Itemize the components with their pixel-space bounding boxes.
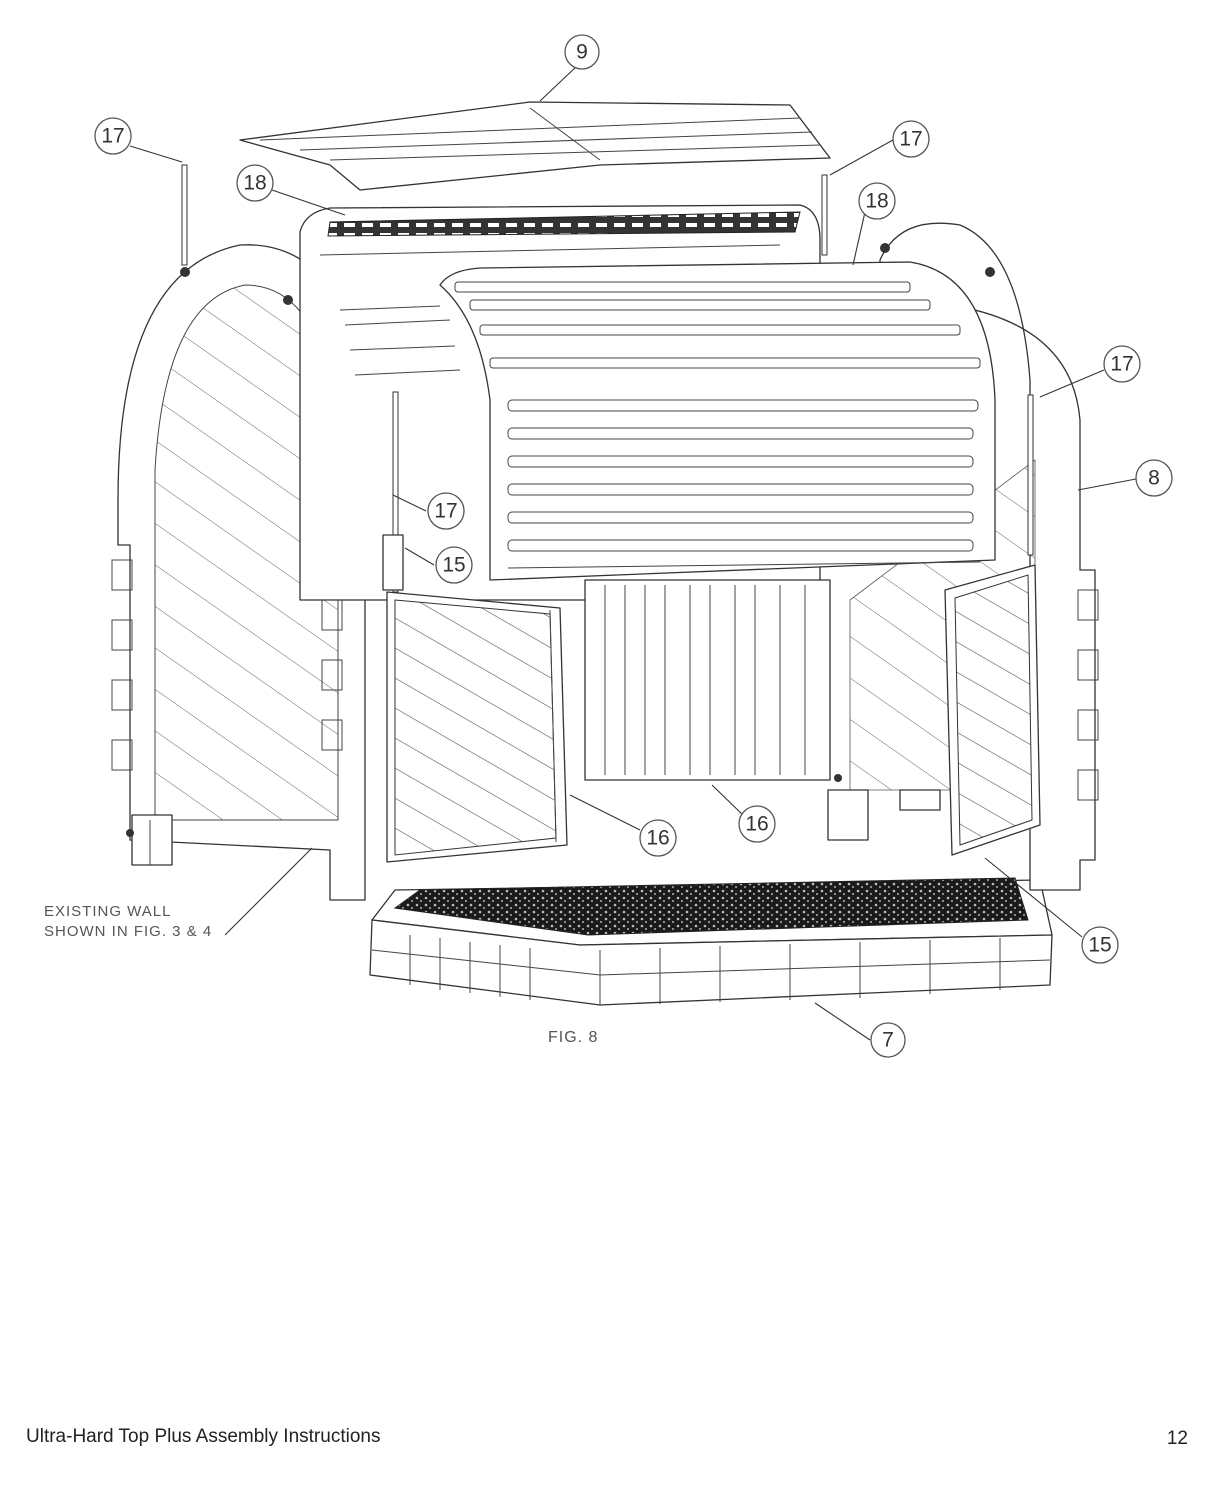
callout-8: 8: [1135, 459, 1173, 497]
callout-label: 15: [1088, 934, 1111, 957]
callout-15-right: 15: [1081, 926, 1119, 964]
callout-label: 18: [865, 190, 888, 213]
floor-base-part-7: [369, 877, 1053, 1006]
callout-15-left: 15: [435, 546, 473, 584]
callout-17-top-right: 17: [892, 120, 930, 158]
callout-label: 7: [882, 1029, 894, 1052]
page-number: 12: [1166, 1428, 1188, 1449]
callout-label: 18: [243, 172, 266, 195]
callout-label: 17: [101, 125, 124, 148]
callout-label: 17: [434, 500, 457, 523]
callout-label: 17: [1110, 353, 1133, 376]
callout-16-center: 16: [738, 805, 776, 843]
callout-18-left: 18: [236, 164, 274, 202]
callout-9: 9: [564, 34, 600, 70]
callout-17-top-left: 17: [94, 117, 132, 155]
callout-16-left: 16: [639, 819, 677, 857]
callout-label: 8: [1148, 467, 1160, 490]
callout-label: 16: [646, 827, 669, 850]
front-roof-panel: [439, 261, 996, 581]
callout-label: 9: [576, 41, 588, 64]
callout-label: 16: [745, 813, 768, 836]
callout-label: 17: [899, 128, 922, 151]
footer-document-title: Ultra-Hard Top Plus Assembly Instruction…: [26, 1426, 381, 1447]
hinges-part-15: [382, 534, 404, 591]
left-door-panel: [386, 591, 568, 863]
callout-label: 15: [442, 554, 465, 577]
callout-17-center: 17: [427, 492, 465, 530]
existing-wall-note-line-1: EXISTING WALL: [44, 903, 171, 920]
right-door-panel: [944, 564, 1041, 856]
back-door-panel: [584, 579, 831, 781]
leader-lines: [129, 65, 1137, 1041]
callout-17-right: 17: [1103, 345, 1141, 383]
callout-18-right: 18: [858, 182, 896, 220]
ridge-cap-part-9: [239, 101, 831, 191]
assembly-diagram: 9 17 17 18 18 17 8 17 15 16 16 15: [44, 34, 1173, 1058]
figure-label: FIG. 8: [548, 1029, 598, 1046]
existing-wall-note-line-2: SHOWN IN FIG. 3 & 4: [44, 923, 212, 940]
callout-7: 7: [870, 1022, 906, 1058]
pins-part-17: [126, 164, 1034, 837]
